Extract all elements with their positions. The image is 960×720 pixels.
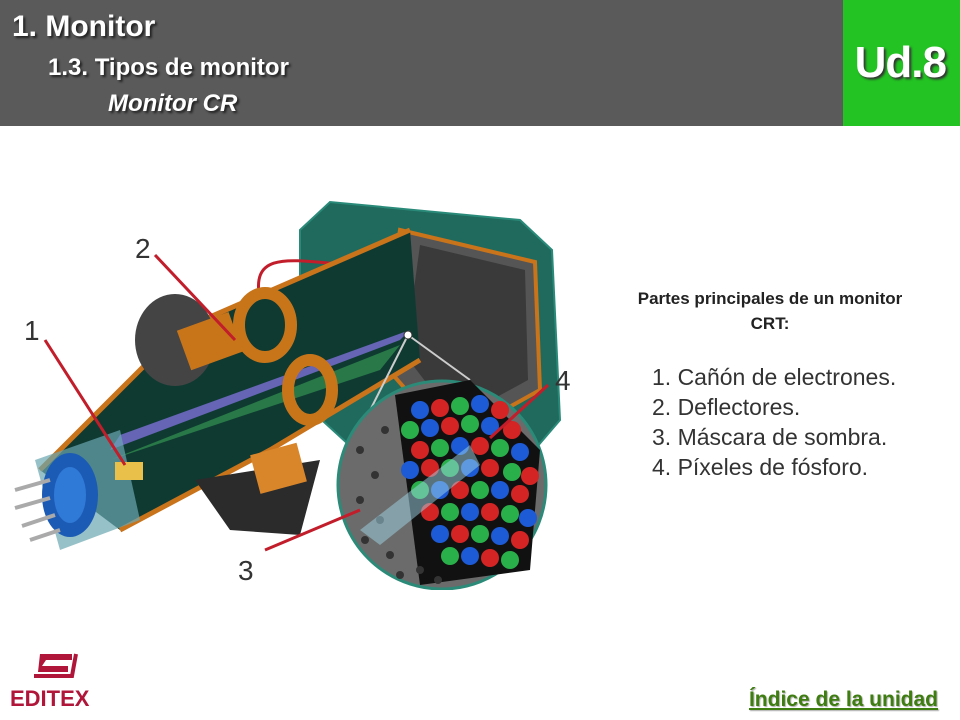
editex-logo: EDITEX [10,653,90,710]
parts-caption: Partes principales de un monitor CRT: [637,289,903,333]
callout-4: 4 [555,365,571,396]
list-item: 1. Cañón de electrones. [652,364,897,390]
callout-2: 2 [135,233,151,264]
list-item: 4. Píxeles de fósforo. [652,454,869,480]
logo-text: EDITEX [10,686,90,710]
page-section: Monitor CR [108,90,238,117]
page-subtitle: 1.3. Tipos de monitor [48,54,289,81]
parts-list: 1. Cañón de electrones. 2. Deflectores. … [652,362,896,482]
list-item: 3. Máscara de sombra. [652,424,888,450]
unit-label: Ud.8 [854,38,947,87]
callout-1: 1 [24,315,40,346]
header-bar: 1. Monitor 1.3. Tipos de monitor Monitor… [0,0,843,126]
crt-diagram: 1 2 3 4 [14,200,571,590]
unit-index-link[interactable]: Índice de la unidad [748,688,938,711]
list-item: 2. Deflectores. [652,394,801,420]
unit-badge: Ud.8 [843,0,960,126]
callout-3: 3 [238,555,254,586]
page-title: 1. Monitor [12,10,156,43]
